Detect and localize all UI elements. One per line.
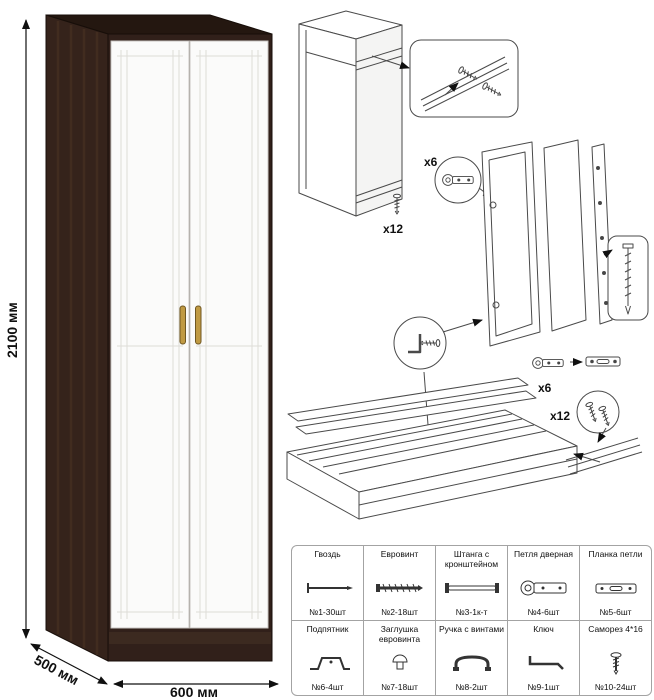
part-count: №3-1к-т: [455, 607, 488, 617]
wood-grain: [56, 21, 99, 655]
part-count: №10-24шт: [594, 682, 637, 692]
part-cell-handle: Ручка с винтами №8-2шт: [436, 621, 507, 695]
part-cell-key: Ключ №9-1шт: [508, 621, 579, 695]
part-count: №8-2шт: [455, 682, 488, 692]
right-door: [189, 40, 269, 629]
furniture-foot-icon: [300, 649, 356, 677]
wardrobe-side-face: [45, 14, 109, 662]
bottom-screws-label: x12: [550, 409, 570, 423]
part-name: Петля дверная: [513, 549, 574, 559]
rail-callout: [409, 39, 519, 118]
parts-table: Гвоздь №1-30шт Евровинт №2-18ш: [291, 545, 652, 696]
handle-icon: [444, 649, 500, 677]
wardrobe-doors: [110, 40, 269, 629]
flat-package-drawing: [286, 377, 578, 520]
part-count: №4-6шт: [527, 607, 560, 617]
wardrobe-plinth: [109, 632, 271, 644]
part-cell-rod: Штанга с кронштейном №3-1к-т: [436, 546, 507, 620]
part-cell-euroscrew: Евровинт №2-18шт: [364, 546, 435, 620]
euroscrew-icon: [372, 574, 428, 602]
bottom-hinges-label: x6: [538, 381, 552, 395]
part-name: Штанга с кронштейном: [444, 549, 499, 569]
part-count: №1-30шт: [309, 607, 346, 617]
part-cell-hinge-plate: Планка петли №5-6шт: [580, 546, 651, 620]
carcass-drawing: [298, 10, 403, 217]
hinge-plate-icon: [588, 574, 644, 602]
part-name: Саморез 4*16: [588, 624, 643, 634]
part-name: Гвоздь: [314, 549, 341, 559]
part-name: Ручка с винтами: [438, 624, 505, 634]
wardrobe-illustration: [45, 14, 273, 662]
assembly-diagram: x12 x6: [286, 10, 649, 520]
top-screws-callout: x12: [383, 193, 403, 236]
part-count: №5-6шт: [599, 607, 632, 617]
part-cell-cap: Заглушка евровинта №7-18шт: [364, 621, 435, 695]
key-icon: [516, 649, 572, 677]
width-label: 600 мм: [170, 684, 218, 700]
confirmat-callout: [602, 235, 649, 321]
bottom-hinge-detail: x6 x12: [532, 356, 621, 434]
part-count: №6-4шт: [311, 682, 344, 692]
part-count: №7-18шт: [381, 682, 418, 692]
screw-cap-icon: [372, 649, 428, 677]
part-cell-hinge: Петля дверная №4-6шт: [508, 546, 579, 620]
part-count: №2-18шт: [381, 607, 418, 617]
height-label: 2100 мм: [4, 302, 20, 358]
part-name: Заглушка евровинта: [378, 624, 421, 644]
width-dimension: 600 мм: [113, 680, 279, 700]
door-hinge-icon: [516, 574, 572, 602]
nail-icon: [300, 574, 356, 602]
part-count: №9-1шт: [527, 682, 560, 692]
left-door-handle: [179, 305, 186, 345]
left-door: [110, 40, 190, 629]
part-name: Ключ: [533, 624, 554, 634]
top-screws-label: x12: [383, 222, 403, 236]
top-hinges-label: x6: [424, 155, 438, 169]
part-name: Планка петли: [588, 549, 643, 559]
screw-icon: [588, 649, 644, 677]
door-panels-drawing: [481, 139, 613, 347]
part-cell-nail: Гвоздь №1-30шт: [292, 546, 363, 620]
part-name: Евровинт: [380, 549, 419, 559]
part-name: Подпятник: [306, 624, 349, 634]
right-door-handle: [195, 305, 202, 345]
top-hinge-callout: x6: [424, 155, 493, 204]
part-cell-foot: Подпятник №6-4шт: [292, 621, 363, 695]
part-cell-screw: Саморез 4*16 №10-24шт: [580, 621, 651, 695]
plinth-strips-detail: [565, 427, 643, 475]
rod-with-bracket-icon: [442, 574, 502, 602]
height-dimension: 2100 мм: [4, 19, 30, 639]
